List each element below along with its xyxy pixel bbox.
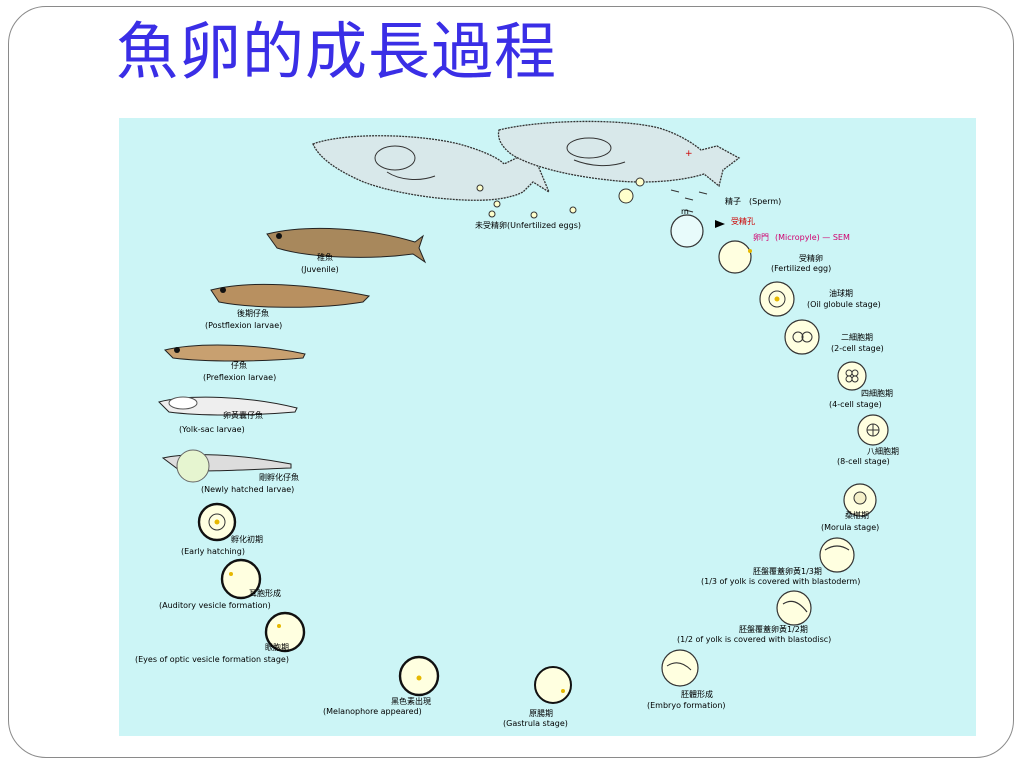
early-hatching-label: 孵化初期 xyxy=(231,534,263,544)
unfertilized-label: 未受精卵 xyxy=(475,220,507,230)
four-cell-label: 四細胞期 xyxy=(861,388,893,398)
gastrula-label-en: (Gastrula stage) xyxy=(503,719,568,728)
oil-globule-label: 油球期 xyxy=(829,288,853,298)
morula-label: 桑椹期 xyxy=(845,510,869,520)
diagram-svg: + 未受精卵 (Unfertilized eggs) 精子 (Sperm) m … xyxy=(135,120,899,728)
morula-label-en: (Morula stage) xyxy=(821,523,879,532)
oil-globule-label-en: (Oil globule stage) xyxy=(807,300,881,309)
two-cell-egg xyxy=(784,319,820,355)
gastrula-label: 原腸期 xyxy=(529,709,553,718)
postflexion-label: 後期仔魚 xyxy=(237,308,269,318)
unfertilized-eggs xyxy=(476,177,645,219)
unfertilized-label-en: (Unfertilized eggs) xyxy=(507,221,581,230)
auditory-vesicle-label: 耳胞形成 xyxy=(249,588,281,598)
juvenile-label: 稚魚 xyxy=(317,252,333,262)
early-hatching-label-en: (Early hatching) xyxy=(181,547,245,556)
third-yolk-label-en: (1/3 of yolk is covered with blastoderm) xyxy=(701,577,860,586)
fertilized-egg xyxy=(718,240,752,274)
third-yolk-label: 胚盤覆蓋卵黃1/3期 xyxy=(753,566,822,576)
eight-cell-egg xyxy=(857,414,889,446)
sperm-marks xyxy=(670,189,708,213)
preflexion-label: 仔魚 xyxy=(231,360,247,370)
postflexion-larva xyxy=(210,283,371,308)
newly-hatched-larva xyxy=(161,449,292,483)
half-yolk-label: 胚盤覆蓋卵黃1/2期 xyxy=(739,624,808,634)
two-cell-label: 二細胞期 xyxy=(841,332,873,342)
two-cell-label-en: (2-cell stage) xyxy=(831,344,884,353)
preflexion-label-en: (Preflexion larvae) xyxy=(203,373,276,382)
micropyle-sem-label: 卵門 xyxy=(753,232,769,242)
yolk-sac-label: 卵黃囊仔魚 xyxy=(223,410,263,420)
half-yolk-label-en: (1/2 of yolk is covered with blastodisc) xyxy=(677,635,831,644)
melanophore-label: 黑色素出現 xyxy=(391,696,431,706)
melanophore-egg xyxy=(398,655,440,697)
juvenile-fish xyxy=(266,227,427,264)
optic-vesicle-label: 眼胞期 xyxy=(265,642,289,652)
optic-vesicle-label-en: (Eyes of optic vesicle formation stage) xyxy=(135,655,289,664)
preflexion-larva xyxy=(164,344,306,362)
arrow-icon xyxy=(715,220,725,228)
yolk-sac-label-en: (Yolk-sac larvae) xyxy=(179,425,245,434)
half-yolk-egg xyxy=(776,590,812,626)
micropyle-sem-label-en: (Micropyle) — SEM xyxy=(775,233,850,242)
yolk-sac-larva xyxy=(158,396,298,416)
svg-text:m: m xyxy=(681,207,689,216)
micropyle-label: 受精孔 xyxy=(731,216,755,226)
newly-hatched-label: 剛孵化仔魚 xyxy=(259,472,299,482)
optic-vesicle-egg xyxy=(264,611,306,653)
morula-egg xyxy=(843,483,877,517)
sperm-label: 精子 xyxy=(725,196,741,206)
juvenile-label-en: (Juvenile) xyxy=(301,265,339,274)
slide-title: 魚卵的成長過程 xyxy=(116,15,558,88)
gastrula-egg xyxy=(534,666,572,704)
embryo-formation-label-en: (Embryo formation) xyxy=(647,701,726,710)
oil-globule-egg xyxy=(759,281,795,317)
eight-cell-label: 八細胞期 xyxy=(867,446,899,456)
sperm-label-en: (Sperm) xyxy=(749,197,781,206)
auditory-vesicle-egg xyxy=(220,558,262,600)
postflexion-label-en: (Postflexion larvae) xyxy=(205,321,282,330)
eight-cell-label-en: (8-cell stage) xyxy=(837,457,890,466)
fertilized-label: 受精卵 xyxy=(799,253,823,263)
newly-hatched-label-en: (Newly hatched larvae) xyxy=(201,485,294,494)
third-yolk-egg xyxy=(819,537,855,573)
adult-fish-right: + xyxy=(497,120,741,188)
fish-egg-development-diagram: + 未受精卵 (Unfertilized eggs) 精子 (Sperm) m … xyxy=(119,118,976,736)
auditory-vesicle-label-en: (Auditory vesicle formation) xyxy=(159,601,271,610)
fertilized-label-en: (Fertilized egg) xyxy=(771,264,831,273)
micropyle-egg xyxy=(670,214,704,248)
embryo-formation-egg xyxy=(661,649,699,687)
early-hatching-egg xyxy=(197,502,237,542)
embryo-formation-label: 胚體形成 xyxy=(681,689,713,699)
svg-text:+: + xyxy=(685,149,693,159)
four-cell-label-en: (4-cell stage) xyxy=(829,400,882,409)
adult-fish-left xyxy=(312,135,551,201)
melanophore-label-en: (Melanophore appeared) xyxy=(323,707,422,716)
four-cell-egg xyxy=(837,361,867,391)
